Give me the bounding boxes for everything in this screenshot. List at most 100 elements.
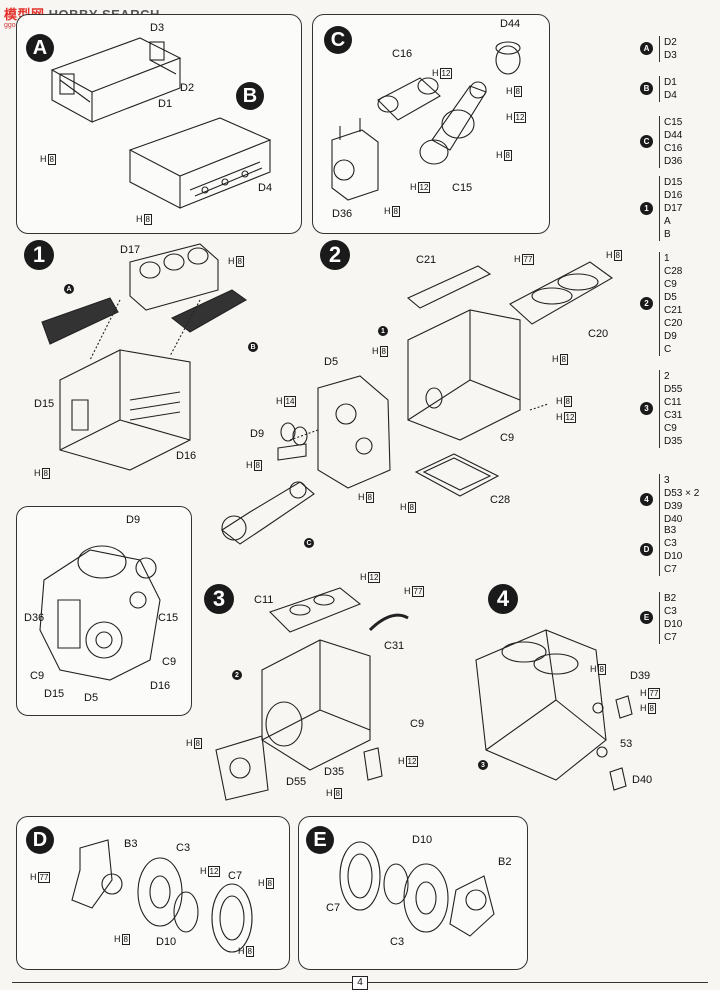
ref-b: B: [248, 342, 258, 352]
legend-bracket: [659, 36, 660, 62]
label-c7: C7: [228, 870, 243, 882]
legend-part-item: D10: [664, 551, 683, 562]
label-c9: C9: [162, 656, 177, 668]
label-c15: C15: [158, 612, 179, 624]
legend-part-item: D16: [664, 190, 683, 201]
legend-bracket: [659, 524, 660, 576]
legend-part-item: C7: [664, 632, 677, 643]
part-belt-c16: [377, 77, 441, 121]
part-rotor-c7-e: [339, 841, 381, 911]
legend-part-item: D39: [664, 501, 683, 512]
legend-part-item: A: [664, 216, 671, 227]
part-hub-d10: [173, 891, 199, 933]
legend-part-item: B: [664, 229, 671, 240]
ref-a: A: [64, 284, 74, 294]
label-d15: D15: [44, 688, 65, 700]
label-d40: D40: [632, 774, 653, 786]
ref-c: C: [304, 538, 314, 548]
step-1-badge: 1: [24, 240, 54, 270]
legend-part-item: D10: [664, 619, 683, 630]
label-d9: D9: [126, 514, 141, 526]
label-c15: C15: [452, 182, 473, 194]
legend-part-item: C3: [664, 538, 677, 549]
label-d55: D55: [286, 776, 307, 788]
part-pan-c28: [414, 453, 500, 497]
legend-bracket: [659, 176, 660, 241]
part-pump-d9: [277, 422, 308, 461]
page-number: 4: [352, 976, 368, 990]
label-d5: D5: [324, 356, 339, 368]
label-d36: D36: [24, 612, 45, 624]
label-c3: C3: [176, 842, 191, 854]
label-c20: C20: [588, 328, 609, 340]
ref-step-1: 1: [378, 326, 388, 336]
legend-part-item: D17: [664, 203, 683, 214]
legend-part-item: D35: [664, 436, 683, 447]
legend-bracket: [659, 116, 660, 168]
panel-step-e: [298, 816, 528, 970]
legend-part-item: D1: [664, 77, 677, 88]
legend-part-item: D4: [664, 90, 677, 101]
label-d2: D2: [180, 82, 195, 94]
legend-part-item: C21: [664, 305, 683, 316]
legend-part-item: 1: [664, 253, 670, 264]
legend-part-item: B2: [664, 593, 677, 604]
legend-part-item: C9: [664, 423, 677, 434]
label-c9: C9: [500, 432, 515, 444]
label-d44: D44: [500, 18, 521, 30]
part-rotor-c7: [211, 883, 253, 953]
step-2-badge: 2: [320, 240, 350, 270]
label-d5: D5: [84, 692, 99, 704]
legend-step-badge: 4: [640, 493, 653, 506]
legend-part-item: C: [664, 344, 672, 355]
step-b-badge: B: [236, 82, 264, 110]
ref-step-3: 3: [478, 760, 488, 770]
legend-step-badge: E: [640, 611, 653, 624]
legend-part-item: C9: [664, 279, 677, 290]
step-c-badge: C: [324, 26, 352, 54]
label-c31: C31: [384, 640, 405, 652]
part-disc-c3-e: [403, 863, 449, 933]
legend-part-item: D2: [664, 37, 677, 48]
legend-part-item: C7: [664, 564, 677, 575]
part-block-d15-d16: [59, 349, 191, 471]
detail-engine: [39, 545, 161, 681]
label-d35: D35: [324, 766, 345, 778]
label-d39: D39: [630, 670, 651, 682]
label-d9: D9: [250, 428, 265, 440]
label-c21: C21: [416, 254, 437, 266]
legend-part-item: D5: [664, 292, 677, 303]
part-disc-c3: [137, 857, 183, 927]
label-d10: D10: [412, 834, 433, 846]
part-belt-c15: [419, 81, 487, 165]
panel-assembled-detail: [16, 506, 192, 716]
part-frame-d2-d3: [50, 37, 182, 123]
